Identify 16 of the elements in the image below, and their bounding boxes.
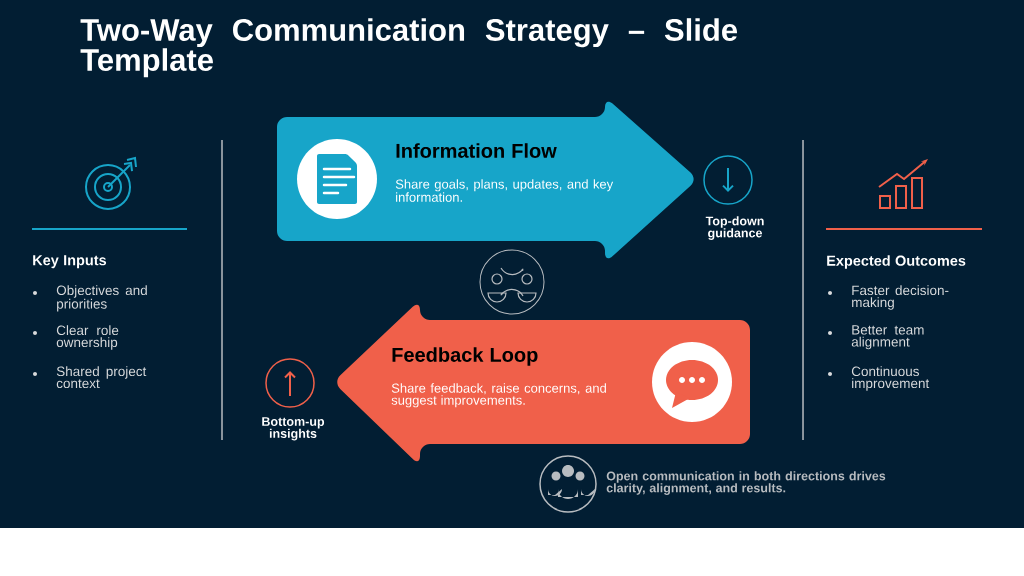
description: Share goals, plans, updates, and key information.	[395, 179, 614, 202]
bullet-item: Clear role ownership	[33, 325, 119, 350]
note: Open communication in both directions drives clarity, alignment, and results.	[606, 471, 886, 495]
bullet-item: Continuous improvement	[828, 366, 930, 391]
bullet-item: Objectives and priorities	[33, 285, 147, 312]
bullet-item: Shared project context	[33, 366, 147, 389]
title: Two-Way Communication Strategy – Slide Template	[80, 18, 738, 78]
description: Share feedback, raise concerns, and suggest improvements.	[391, 383, 606, 408]
section-heading: Expected Outcomes	[827, 255, 966, 269]
bullet-item: Faster decision-making	[828, 285, 949, 310]
heading: Feedback Loop	[392, 347, 538, 366]
caption: Top-down guidance	[705, 216, 764, 240]
heading: Information Flow	[396, 143, 557, 158]
section-heading: Key Inputs	[33, 255, 107, 269]
bullet-item: Better team alignment	[828, 325, 924, 350]
caption: Bottom-up insights	[262, 417, 325, 441]
